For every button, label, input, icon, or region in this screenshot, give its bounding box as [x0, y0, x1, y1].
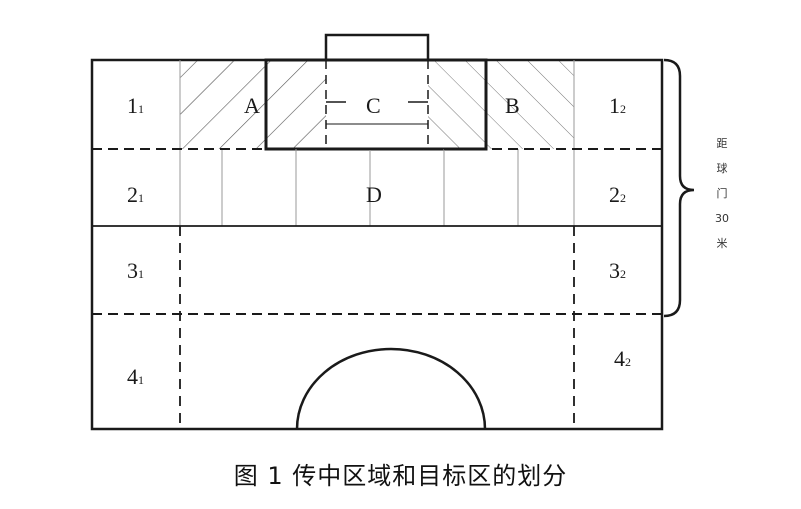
horizontal-dividers	[92, 148, 662, 315]
zone-label-2-right: 22	[609, 182, 626, 207]
zone-b-hatch	[428, 60, 574, 149]
distance-brace	[663, 58, 695, 318]
zone-label-b: B	[505, 93, 520, 118]
distance-note-char-5: 米	[717, 237, 728, 250]
zone-label-3-left: 31	[127, 258, 144, 283]
distance-note-char-1: 距	[717, 137, 728, 150]
zone-label-4-left: 41	[127, 364, 144, 389]
distance-note: 距 球 门 30 米	[715, 137, 729, 250]
zone-label-c: C	[366, 93, 381, 118]
zone-label-4-right: 42	[614, 346, 631, 371]
zone-a-hatch	[180, 60, 326, 149]
thin-grid-lines	[179, 60, 575, 226]
zone-label-2-left: 21	[127, 182, 144, 207]
zone-label-3-right: 32	[609, 258, 626, 283]
distance-note-char-2: 球	[717, 161, 728, 175]
distance-note-char-3: 门	[717, 186, 728, 200]
distance-note-char-4: 30	[715, 212, 729, 225]
vertical-dividers	[179, 226, 575, 429]
goal-area-box	[264, 58, 488, 151]
zone-label-a: A	[244, 93, 260, 118]
center-circle-arc	[295, 347, 487, 430]
figure-caption: 图 1 传中区域和目标区的划分	[233, 462, 568, 490]
zone-label-1-right: 12	[609, 93, 626, 118]
zone-label-d: D	[366, 182, 382, 207]
zone-label-1-left: 11	[127, 93, 144, 118]
zone-c-box	[325, 60, 429, 149]
goal	[324, 33, 430, 62]
